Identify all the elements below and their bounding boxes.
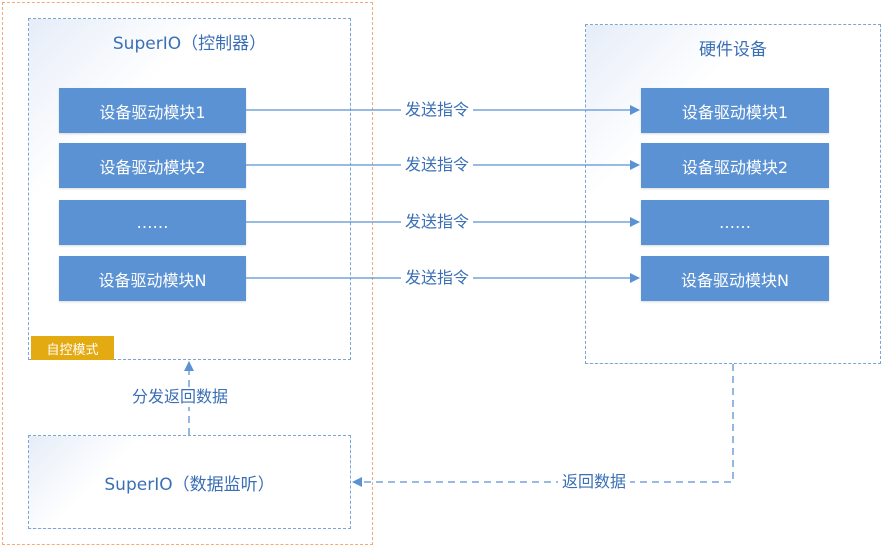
device-module-2[interactable]: 设备驱动模块2 <box>641 143 829 188</box>
mode-badge: 自控模式 <box>31 335 114 360</box>
send-label-1: 发送指令 <box>401 100 474 120</box>
controller-module-1[interactable]: 设备驱动模块1 <box>59 88 246 133</box>
return-data-label: 返回数据 <box>558 472 631 492</box>
controller-title: SuperIO（控制器） <box>112 34 267 54</box>
monitor-title: SuperIO（数据监听） <box>104 475 275 495</box>
controller-module-n[interactable]: 设备驱动模块N <box>59 256 246 301</box>
send-label-2: 发送指令 <box>401 155 474 175</box>
send-label-4: 发送指令 <box>401 268 474 288</box>
hardware-device-group: 硬件设备 <box>585 24 881 364</box>
monitor-group: SuperIO（数据监听） <box>28 435 351 529</box>
device-module-n[interactable]: 设备驱动模块N <box>641 256 829 301</box>
controller-module-2[interactable]: 设备驱动模块2 <box>59 143 246 188</box>
hardware-device-title: 硬件设备 <box>699 40 767 60</box>
system-boundary <box>2 2 373 545</box>
controller-module-ellipsis[interactable]: …… <box>59 200 246 245</box>
device-module-ellipsis[interactable]: …… <box>641 200 829 245</box>
dispatch-data-label: 分发返回数据 <box>128 387 233 407</box>
send-label-3: 发送指令 <box>401 212 474 232</box>
controller-group: SuperIO（控制器） <box>28 18 351 360</box>
device-module-1[interactable]: 设备驱动模块1 <box>641 88 829 133</box>
return-data-arrow <box>352 364 734 487</box>
